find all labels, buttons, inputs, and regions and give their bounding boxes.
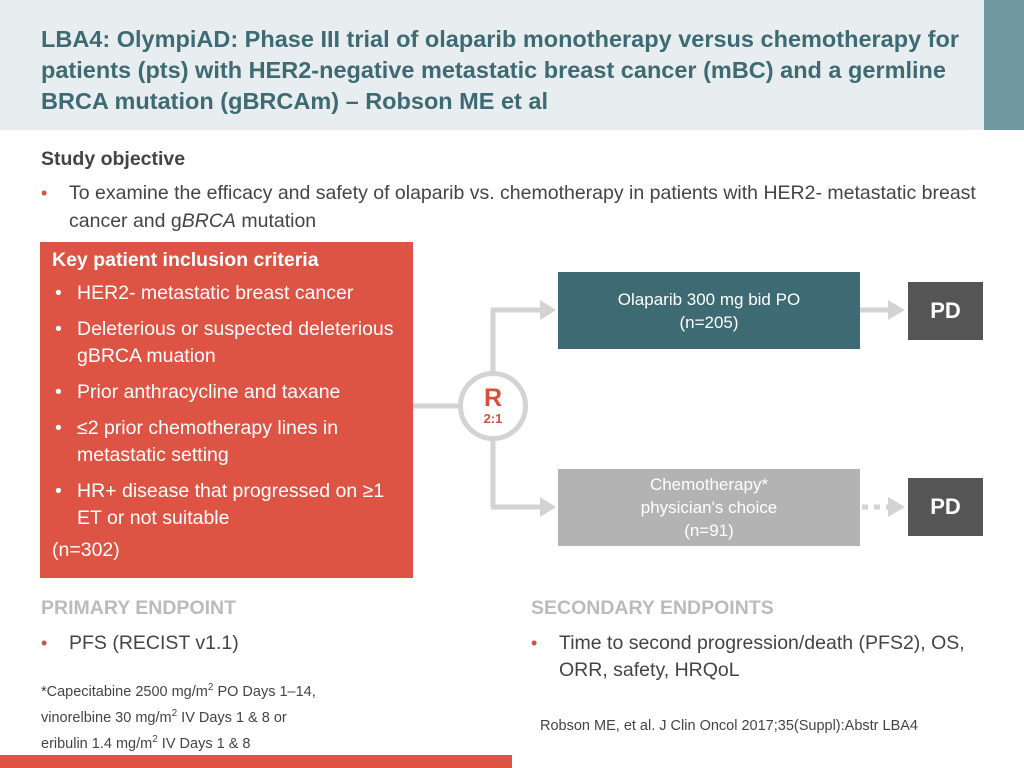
- footnote-text: eribulin 1.4 mg/m: [41, 735, 153, 752]
- bullet-icon: •: [41, 183, 48, 203]
- inclusion-item-text: HR+ disease that progressed on ≥1 ET or …: [77, 480, 385, 529]
- secondary-endpoints-item: • Time to second progression/death (PFS2…: [531, 630, 999, 684]
- primary-endpoint-text: PFS (RECIST v1.1): [69, 632, 239, 654]
- chemo-arm-line1: Chemotherapy*: [649, 475, 769, 494]
- footnote-superscript: 2: [171, 707, 178, 719]
- arrowhead-icon: [888, 300, 905, 320]
- objective-text-part2: mutation: [235, 210, 317, 232]
- inclusion-item: • HER2- metastatic breast cancer: [52, 280, 403, 307]
- footnote-text: vinorelbine 30 mg/m: [41, 709, 172, 726]
- secondary-endpoints-heading: SECONDARY ENDPOINTS: [531, 597, 774, 619]
- footnote-line: eribulin 1.4 mg/m2 IV Days 1 & 8: [41, 729, 401, 755]
- randomization-letter: R: [483, 384, 503, 412]
- arrowhead-icon: [540, 497, 556, 517]
- bullet-icon: •: [55, 318, 62, 340]
- header-band: [0, 0, 984, 130]
- bullet-icon: •: [531, 633, 538, 653]
- objective-text-italic: BRCA: [181, 210, 236, 232]
- primary-endpoint-item: • PFS (RECIST v1.1): [41, 630, 469, 657]
- slide-title: LBA4: OlympiAD: Phase III trial of olapa…: [41, 26, 960, 114]
- header-accent-bar: [984, 0, 1024, 130]
- inclusion-item-text: Deleterious or suspected deleterious gBR…: [77, 318, 394, 367]
- objective-heading: Study objective: [41, 148, 186, 170]
- inclusion-item-text: ≤2 prior chemotherapy lines in metastati…: [77, 417, 339, 466]
- footnote-line: vinorelbine 30 mg/m2 IV Days 1 & 8 or: [41, 703, 401, 729]
- arrowhead-icon: [888, 497, 905, 517]
- bullet-icon: •: [55, 381, 62, 403]
- chemo-arm-box: Chemotherapy* physician's choice (n=91): [558, 469, 860, 546]
- inclusion-item-text: HER2- metastatic breast cancer: [77, 282, 354, 304]
- footnote-superscript: 2: [152, 733, 158, 745]
- inclusion-item: • Deleterious or suspected deleterious gB…: [52, 316, 403, 370]
- bottom-accent-bar: [0, 755, 512, 768]
- bullet-icon: •: [55, 480, 62, 502]
- olaparib-arm-line2: (n=205): [679, 312, 739, 332]
- footnote-text: PO Days 1–14,: [213, 683, 316, 700]
- bullet-icon: •: [55, 417, 62, 439]
- inclusion-item-text: Prior anthracycline and taxane: [77, 381, 341, 403]
- pd-box-chemo: PD: [908, 478, 983, 536]
- footnote-text: IV Days 1 & 8 or: [177, 709, 287, 726]
- footnote-line: *Capecitabine 2500 mg/m2 PO Days 1–14,: [41, 677, 401, 703]
- arrowhead-icon: [540, 300, 556, 320]
- inclusion-item: • ≤2 prior chemotherapy lines in metastat…: [52, 415, 403, 469]
- secondary-endpoints-text: Time to second progression/death (PFS2),…: [559, 632, 965, 681]
- primary-endpoint-heading: PRIMARY ENDPOINT: [41, 597, 237, 619]
- footnote-text: IV Days 1 & 8: [157, 735, 251, 752]
- inclusion-item: • Prior anthracycline and taxane: [52, 379, 403, 406]
- footnote-text: *Capecitabine 2500 mg/m: [41, 683, 208, 700]
- chemotherapy-footnote: *Capecitabine 2500 mg/m2 PO Days 1–14, v…: [41, 677, 401, 754]
- footnote-superscript: 2: [207, 682, 214, 693]
- objective-text-part1: To examine the efficacy and safety of ol…: [69, 182, 976, 232]
- inclusion-heading: Key patient inclusion criteria: [52, 249, 319, 271]
- objective-text: • To examine the efficacy and safety of …: [41, 179, 1009, 235]
- inclusion-criteria-box: Key patient inclusion criteria • HER2- me…: [40, 242, 413, 578]
- randomization-circle: R 2:1: [458, 371, 528, 441]
- chemo-arm-line3: (n=91): [684, 521, 734, 540]
- chemo-arm-line2: physician's choice: [640, 498, 778, 517]
- olaparib-arm-line1: Olaparib 300 mg bid PO: [617, 289, 801, 309]
- randomization-ratio: 2:1: [483, 411, 503, 426]
- bullet-icon: •: [55, 282, 62, 304]
- bullet-icon: •: [41, 633, 48, 653]
- inclusion-n: (n=302): [52, 539, 120, 561]
- olaparib-arm-box: Olaparib 300 mg bid PO (n=205): [558, 272, 860, 349]
- citation: Robson ME, et al. J Clin Oncol 2017;35(S…: [540, 718, 918, 734]
- inclusion-item: • HR+ disease that progressed on ≥1 ET or…: [52, 478, 403, 532]
- pd-box-olaparib: PD: [908, 282, 983, 340]
